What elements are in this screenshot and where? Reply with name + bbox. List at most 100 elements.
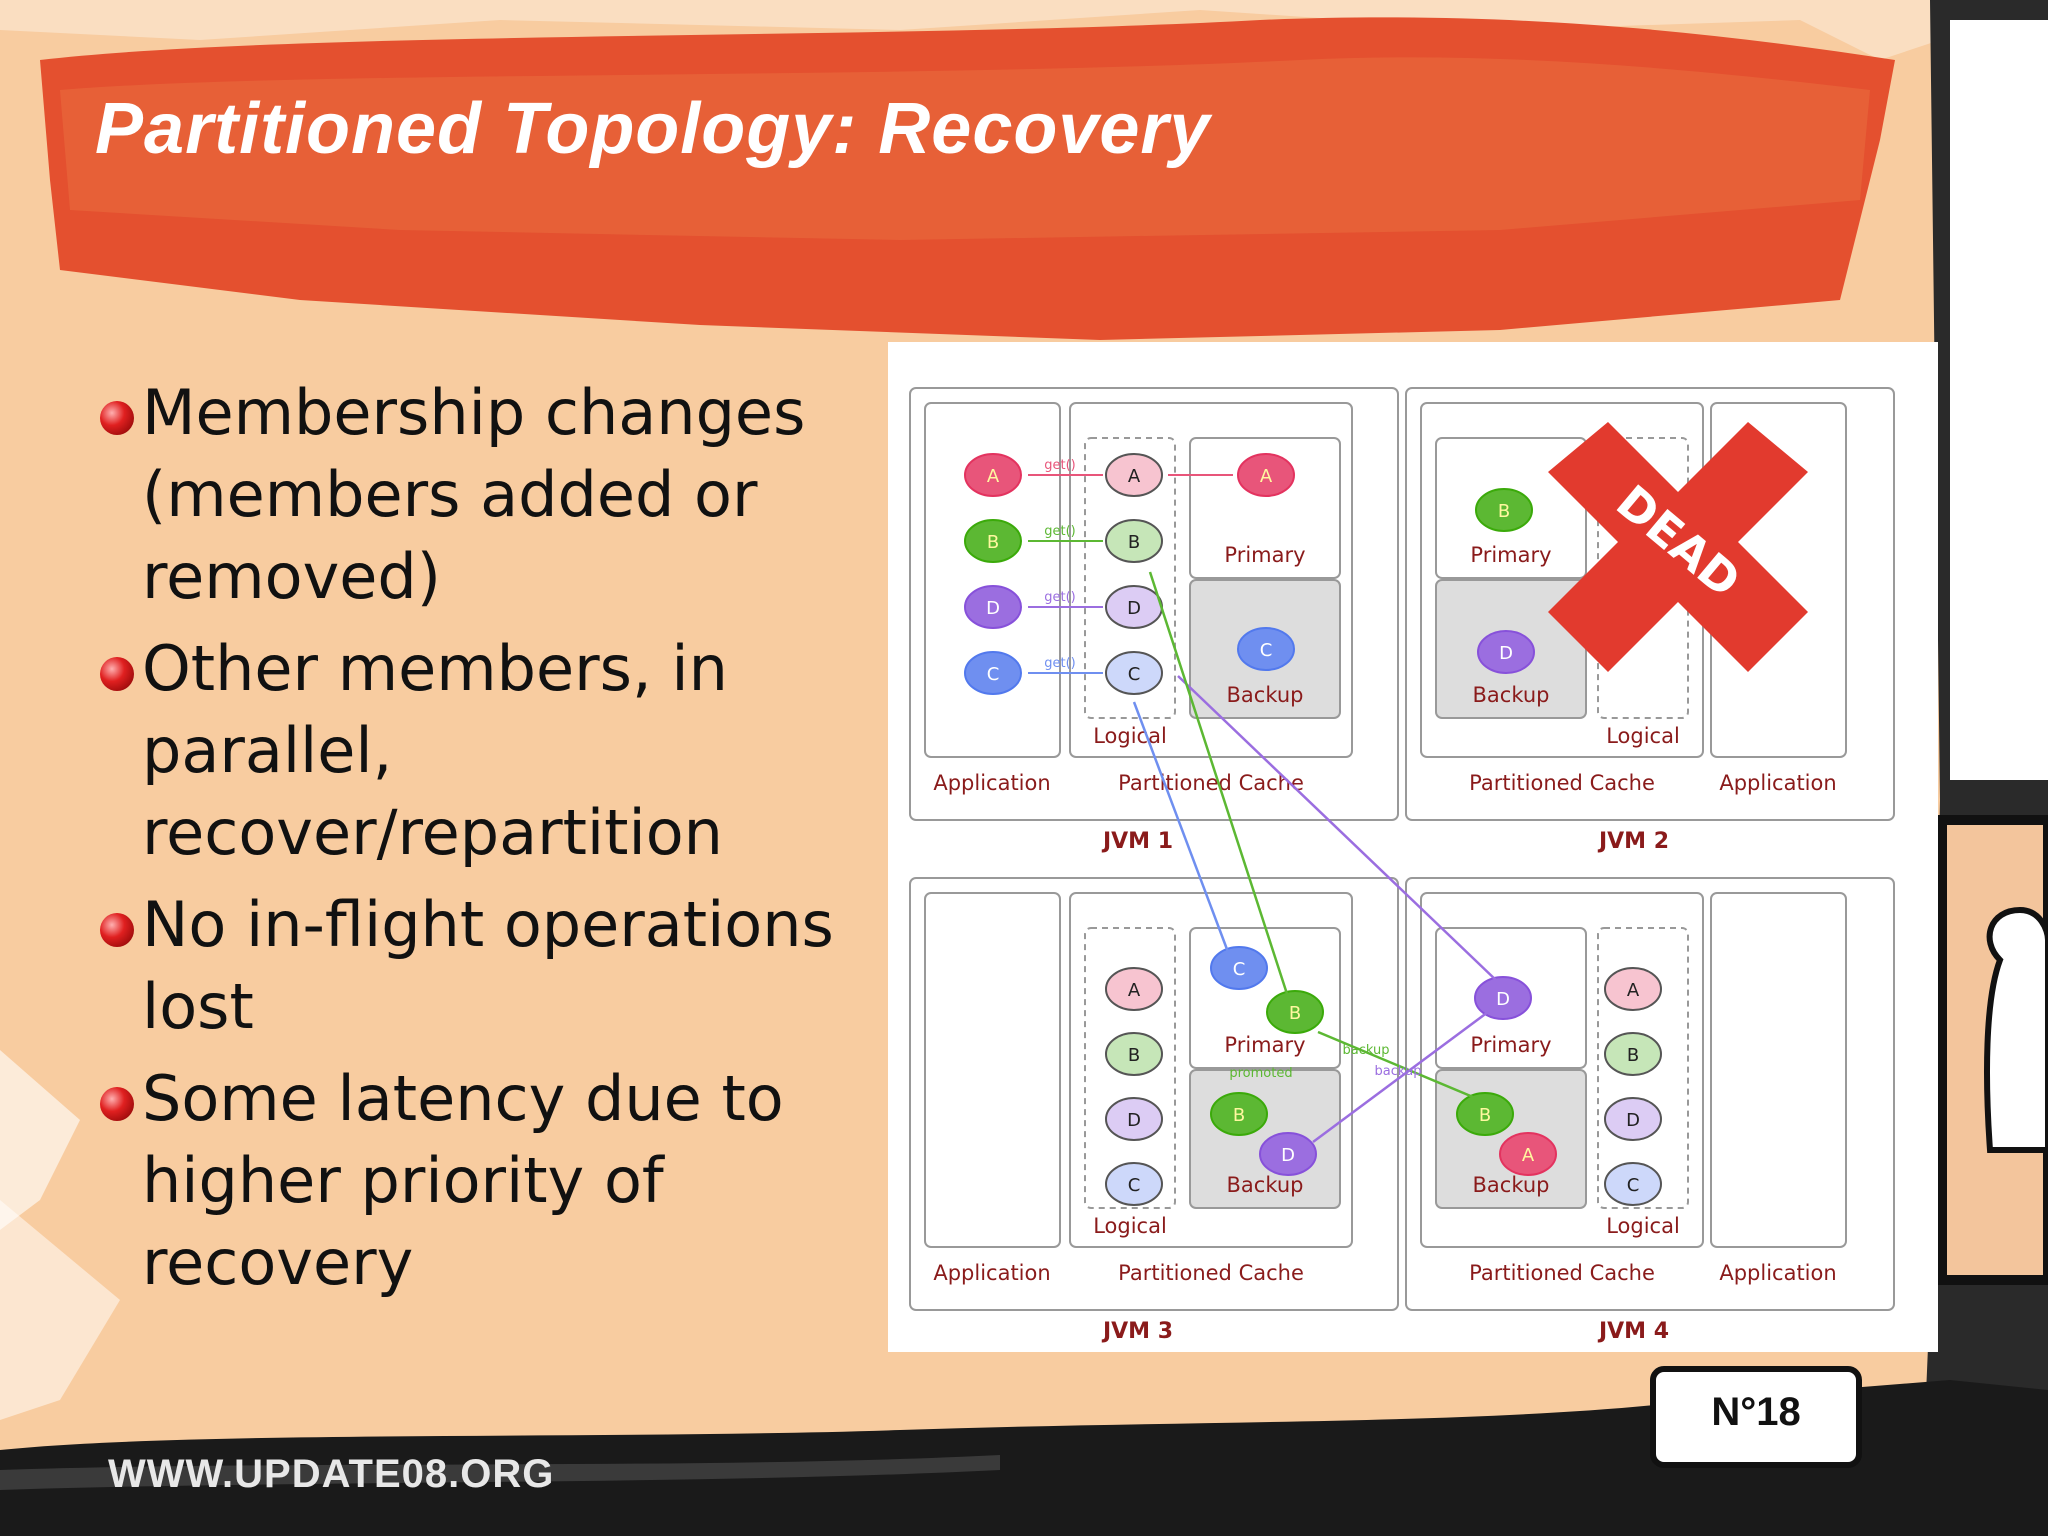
get-label: get(): [1044, 590, 1076, 605]
bullet-icon: [100, 1087, 134, 1121]
partition-node-b: [1456, 1092, 1514, 1136]
partition-node-label: A: [987, 466, 1000, 487]
partition-node-b: [1210, 1092, 1268, 1136]
backup-label: Backup: [1473, 683, 1550, 707]
partition-node-label: C: [1128, 664, 1141, 685]
partition-node-label: B: [1498, 501, 1510, 522]
backup-label: Backup: [1473, 1173, 1550, 1197]
partition-node-label: B: [1479, 1105, 1491, 1126]
partition-node-b: [1266, 990, 1324, 1034]
partition-node-d: [1259, 1132, 1317, 1176]
get-label: get(): [1044, 656, 1076, 671]
partitioned-cache-label: Partitioned Cache: [1469, 1261, 1655, 1285]
bullet-text: Some latency due to higher priority of r…: [142, 1062, 784, 1299]
jvm-label: JVM 1: [1101, 829, 1173, 854]
jvm-label: JVM 3: [1101, 1319, 1173, 1344]
partition-node-label: C: [1128, 1175, 1141, 1196]
application-label: Application: [1719, 771, 1836, 795]
partition-node-d: [1477, 630, 1535, 674]
partition-node-c: [1237, 627, 1295, 671]
partition-node-b: [1475, 488, 1533, 532]
partition-node-a: [1105, 453, 1163, 497]
logical-label: Logical: [1093, 1214, 1167, 1238]
application-label: Application: [933, 771, 1050, 795]
partition-node-label: B: [1233, 1105, 1245, 1126]
partition-node-c: [1105, 651, 1163, 695]
partition-node-c: [1210, 946, 1268, 990]
partition-node-b: [1604, 1032, 1662, 1076]
partition-node-label: C: [1627, 1175, 1640, 1196]
partition-node-b: [1105, 1032, 1163, 1076]
bullet-item: Some latency due to higher priority of r…: [100, 1058, 860, 1304]
backup-arrow-label: backup: [1343, 1043, 1390, 1058]
partition-node-label: D: [1281, 1145, 1295, 1166]
partition-node-d: [964, 585, 1022, 629]
application-box: [924, 892, 1061, 1248]
partition-node-label: A: [1128, 466, 1141, 487]
partition-node-b: [1105, 519, 1163, 563]
recovery-arrow: [1132, 701, 1230, 953]
bullet-list: Membership changes (members added or rem…: [100, 372, 860, 1314]
page-number-box: N°18: [1650, 1366, 1862, 1468]
bullet-text: Other members, in parallel, recover/repa…: [142, 632, 728, 869]
partition-node-label: D: [1499, 643, 1513, 664]
partition-node-a: [1499, 1132, 1557, 1176]
partition-node-b: [964, 519, 1022, 563]
dead-cross-icon: [1548, 422, 1808, 672]
bullet-text: No in-flight operations lost: [142, 888, 834, 1043]
backup-label: Backup: [1227, 1173, 1304, 1197]
partitioned-cache-label: Partitioned Cache: [1469, 771, 1655, 795]
partition-node-d: [1604, 1097, 1662, 1141]
logical-label: Logical: [1093, 724, 1167, 748]
partition-node-label: D: [1626, 1110, 1640, 1131]
partition-node-label: B: [1128, 532, 1140, 553]
partition-node-label: A: [1128, 980, 1141, 1001]
partition-node-a: [964, 453, 1022, 497]
partition-node-label: B: [1128, 1045, 1140, 1066]
partition-node-label: D: [1127, 598, 1141, 619]
primary-label: Primary: [1224, 1033, 1305, 1057]
partition-node-label: C: [1260, 640, 1273, 661]
primary-box: [1189, 437, 1341, 579]
application-label: Application: [933, 1261, 1050, 1285]
primary-label: Primary: [1470, 1033, 1551, 1057]
jvm-label: JVM 2: [1597, 829, 1669, 854]
page-number: N°18: [1711, 1390, 1801, 1434]
backup-arrow: [1312, 1010, 1489, 1144]
partitioned-cache-label: Partitioned Cache: [1118, 1261, 1304, 1285]
bullet-icon: [100, 401, 134, 435]
partition-node-c: [964, 651, 1022, 695]
partition-node-label: D: [1127, 1110, 1141, 1131]
logical-label: Logical: [1606, 724, 1680, 748]
partition-node-label: A: [1522, 1145, 1535, 1166]
partition-node-label: B: [1289, 1003, 1301, 1024]
promoted-label: promoted: [1229, 1066, 1292, 1081]
partition-node-label: B: [1627, 1045, 1639, 1066]
logical-label: Logical: [1606, 1214, 1680, 1238]
bullet-text: Membership changes (members added or rem…: [142, 376, 806, 613]
recovery-arrow: [1177, 675, 1499, 983]
backup-label: Backup: [1227, 683, 1304, 707]
bullet-item: Other members, in parallel, recover/repa…: [100, 628, 860, 874]
partition-node-label: A: [1260, 466, 1273, 487]
partitioned-cache-label: Partitioned Cache: [1118, 771, 1304, 795]
application-label: Application: [1719, 1261, 1836, 1285]
bullet-icon: [100, 913, 134, 947]
partition-node-c: [1604, 1162, 1662, 1206]
partition-node-a: [1105, 967, 1163, 1011]
backup-arrow: [1317, 1030, 1474, 1099]
bullet-icon: [100, 657, 134, 691]
bullet-item: Membership changes (members added or rem…: [100, 372, 860, 618]
slide-title: Partitioned Topology: Recovery: [95, 89, 1211, 169]
partition-node-c: [1105, 1162, 1163, 1206]
partition-node-label: D: [986, 598, 1000, 619]
partition-node-label: C: [1233, 959, 1246, 980]
primary-label: Primary: [1224, 543, 1305, 567]
partition-node-d: [1105, 1097, 1163, 1141]
partition-node-d: [1474, 976, 1532, 1020]
jvm-label: JVM 4: [1597, 1319, 1669, 1344]
bullet-item: No in-flight operations lost: [100, 884, 860, 1048]
partition-node-label: B: [987, 532, 999, 553]
